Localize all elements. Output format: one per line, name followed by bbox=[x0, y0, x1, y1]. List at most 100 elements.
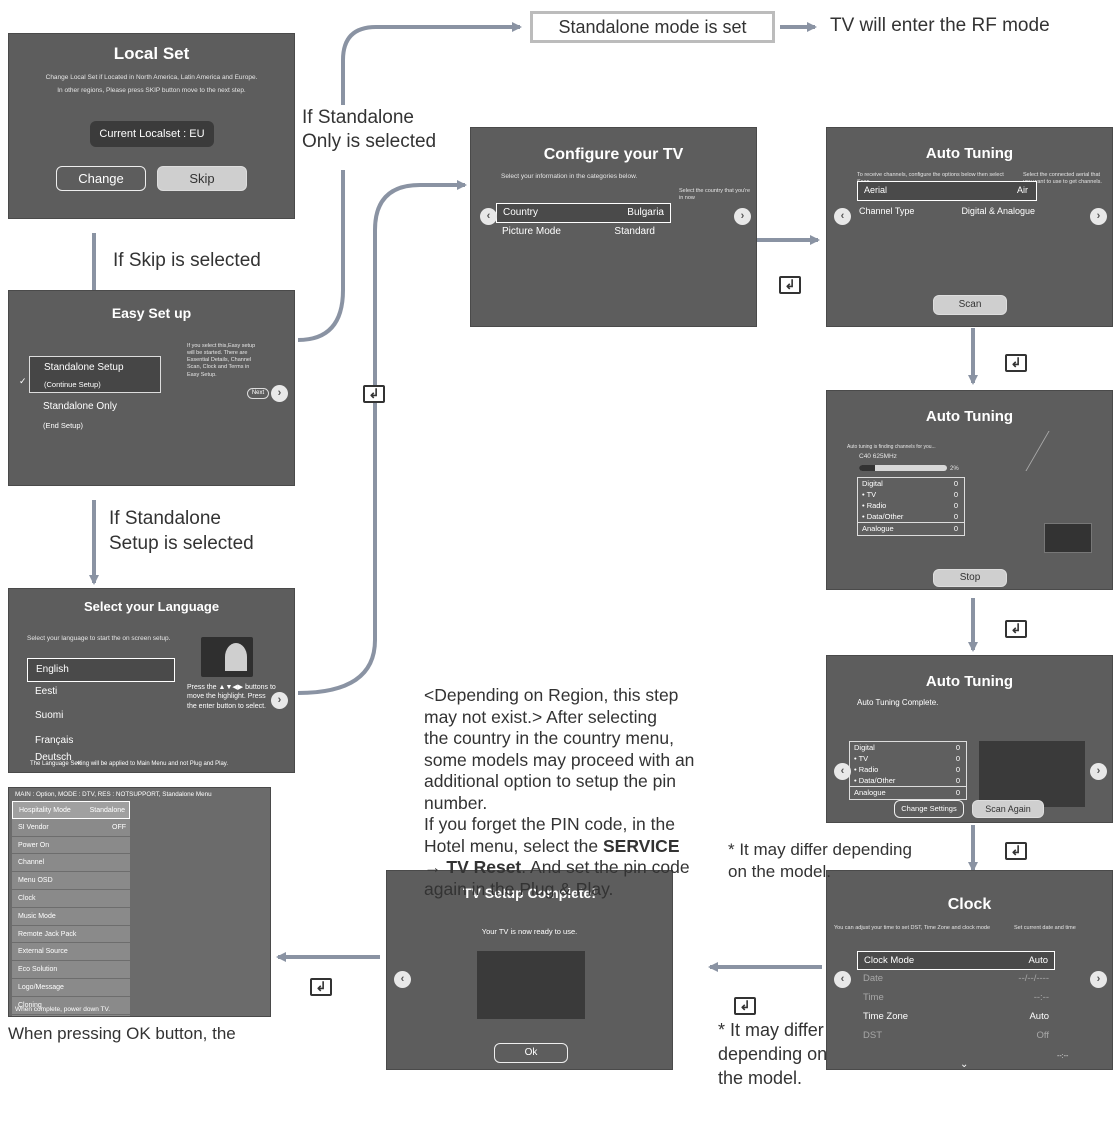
service-menu-item-label: Channel bbox=[18, 859, 45, 867]
service-menu-item-label: Clock bbox=[18, 894, 36, 902]
stop-button[interactable]: Stop bbox=[933, 569, 1007, 587]
next-arrow-icon[interactable]: › bbox=[271, 385, 288, 402]
channel-count-value: 0 bbox=[953, 490, 958, 499]
prev-arrow-icon[interactable]: ‹ bbox=[394, 971, 411, 988]
service-menu-item[interactable]: External Source bbox=[12, 943, 130, 962]
clock-screen: Clock You can adjust your time to set DS… bbox=[826, 870, 1113, 1070]
service-menu-item[interactable]: Clock bbox=[12, 889, 130, 908]
language-next-icon[interactable]: › bbox=[271, 692, 288, 709]
picture-mode-label: Picture Mode bbox=[502, 226, 561, 237]
picture-mode-row[interactable]: Picture Mode Standard bbox=[496, 224, 671, 242]
language-item-deutsch[interactable]: Deutsch bbox=[35, 752, 72, 763]
channel-count-value: 0 bbox=[955, 788, 960, 797]
next-arrow-icon[interactable]: › bbox=[734, 208, 751, 225]
language-item-suomi[interactable]: Suomi bbox=[35, 710, 64, 721]
skip-button[interactable]: Skip bbox=[157, 166, 247, 191]
standalone-only-option[interactable]: Standalone Only bbox=[43, 401, 117, 412]
clock-row[interactable]: Time --:-- bbox=[857, 989, 1055, 1008]
language-screen: Select your Language Select your languag… bbox=[8, 588, 295, 773]
service-menu-item[interactable]: Remote Jack Pack bbox=[12, 925, 130, 944]
channel-type-row[interactable]: Channel Type Digital & Analogue bbox=[857, 204, 1037, 220]
service-menu-item[interactable]: Cloning bbox=[12, 996, 130, 1015]
clock-row-label: Time bbox=[863, 992, 884, 1003]
language-footer-visible: The Language Setting will be applied to … bbox=[30, 761, 229, 767]
channel-count-label: • Radio bbox=[854, 765, 879, 774]
clock-row[interactable]: Date--/--/---- bbox=[857, 970, 1055, 989]
next-arrow-icon[interactable]: › bbox=[1090, 763, 1107, 780]
note-region-line: may not exist.> After selecting bbox=[424, 706, 657, 727]
label-if-setup-1: If Standalone bbox=[109, 508, 221, 529]
progress-bar bbox=[859, 465, 947, 471]
enter-icon: ↲ bbox=[779, 276, 801, 294]
next-arrow-icon[interactable]: › bbox=[1090, 971, 1107, 988]
configure-screen: Configure your TV Select your informatio… bbox=[470, 127, 757, 327]
label-if-setup-2: Setup is selected bbox=[109, 533, 254, 554]
channel-count-value: 0 bbox=[953, 524, 958, 533]
clock-row-label: Date bbox=[863, 973, 884, 984]
change-button[interactable]: Change bbox=[56, 166, 146, 191]
scan-again-button-visible[interactable]: Scan Again bbox=[972, 800, 1044, 818]
ok-button[interactable]: Ok bbox=[494, 1043, 568, 1063]
next-arrow-icon[interactable]: › bbox=[1090, 208, 1107, 225]
chevron-down-icon[interactable]: ⌄ bbox=[75, 756, 83, 766]
checkmark-icon: ✓ bbox=[19, 376, 27, 386]
change-settings-button-visible[interactable]: Change Settings bbox=[894, 800, 964, 818]
auto-tuning-2-channel: C40 625MHz bbox=[859, 453, 897, 460]
local-set-desc-2: In other regions, Please press SKIP butt… bbox=[57, 87, 246, 94]
service-menu-item[interactable]: Power On bbox=[12, 836, 130, 855]
bottom-note: When pressing OK button, the bbox=[8, 1024, 236, 1043]
standalone-only-sub: (End Setup) bbox=[43, 421, 84, 430]
service-menu-item[interactable]: Eco Solution bbox=[12, 961, 130, 979]
service-menu-footer: When complete, power down TV. bbox=[15, 1006, 111, 1013]
channel-count-label: • Data/Other bbox=[854, 776, 896, 785]
service-menu-item-label: Logo/Message bbox=[18, 983, 64, 991]
language-item-english[interactable]: English bbox=[27, 658, 175, 682]
prev-arrow-icon[interactable]: ‹ bbox=[834, 763, 851, 780]
tv-thumbnail bbox=[1044, 523, 1092, 553]
service-menu-item[interactable]: Menu OSD bbox=[12, 872, 130, 890]
scan-button[interactable]: Scan bbox=[933, 295, 1007, 315]
differ-note-1-line-2: on the model. bbox=[728, 862, 832, 881]
service-menu-item[interactable]: REACH Solution bbox=[12, 1014, 130, 1016]
channel-count-label: Digital bbox=[854, 743, 875, 752]
language-title: Select your Language bbox=[83, 599, 220, 614]
service-menu-item[interactable]: Music Mode bbox=[12, 907, 130, 926]
tv-reset-label: TV Reset bbox=[446, 857, 522, 877]
prev-arrow-icon[interactable]: ‹ bbox=[834, 208, 851, 225]
clock-row-value: Auto bbox=[1029, 1011, 1049, 1022]
channel-count-label: Analogue bbox=[862, 524, 894, 533]
label-if-standalone-only-2: Only is selected bbox=[302, 131, 437, 152]
channel-type-value: Digital & Analogue bbox=[961, 206, 1035, 216]
note-region-line: some models may proceed with an bbox=[424, 749, 695, 770]
language-item-francais[interactable]: Français bbox=[35, 735, 74, 746]
prev-arrow-icon[interactable]: ‹ bbox=[834, 971, 851, 988]
standalone-setup-option[interactable]: Standalone Setup (Continue Setup) bbox=[29, 356, 161, 393]
progress-fill bbox=[859, 465, 875, 471]
service-menu-item-label: Menu OSD bbox=[18, 877, 53, 885]
next-button[interactable]: Next bbox=[247, 388, 269, 399]
aerial-value: Air bbox=[1017, 185, 1028, 195]
service-menu-item[interactable]: Logo/Message bbox=[12, 978, 130, 997]
prev-arrow-icon[interactable]: ‹ bbox=[480, 208, 497, 225]
service-menu-item[interactable]: Channel bbox=[12, 854, 130, 873]
local-set-screen: Local Set Change Local Set if Located in… bbox=[8, 33, 295, 219]
enter-icon: ↲ bbox=[1005, 354, 1027, 372]
rf-mode-label: TV will enter the RF mode bbox=[830, 15, 1050, 36]
clock-row-value: --:-- bbox=[1033, 992, 1049, 1003]
service-label: SERVICE bbox=[602, 835, 680, 856]
country-row[interactable]: Country Bulgaria bbox=[496, 203, 671, 223]
language-item-eesti[interactable]: Eesti bbox=[35, 686, 58, 697]
tv-illustration bbox=[201, 637, 253, 677]
differ-note-2-line-1: * It may differ bbox=[718, 1020, 824, 1040]
differ-note-2-line-3: the model. bbox=[718, 1068, 803, 1088]
chevron-down-icon[interactable]: ⌄ bbox=[960, 1059, 969, 1070]
aerial-row[interactable]: Aerial Air bbox=[857, 181, 1037, 201]
